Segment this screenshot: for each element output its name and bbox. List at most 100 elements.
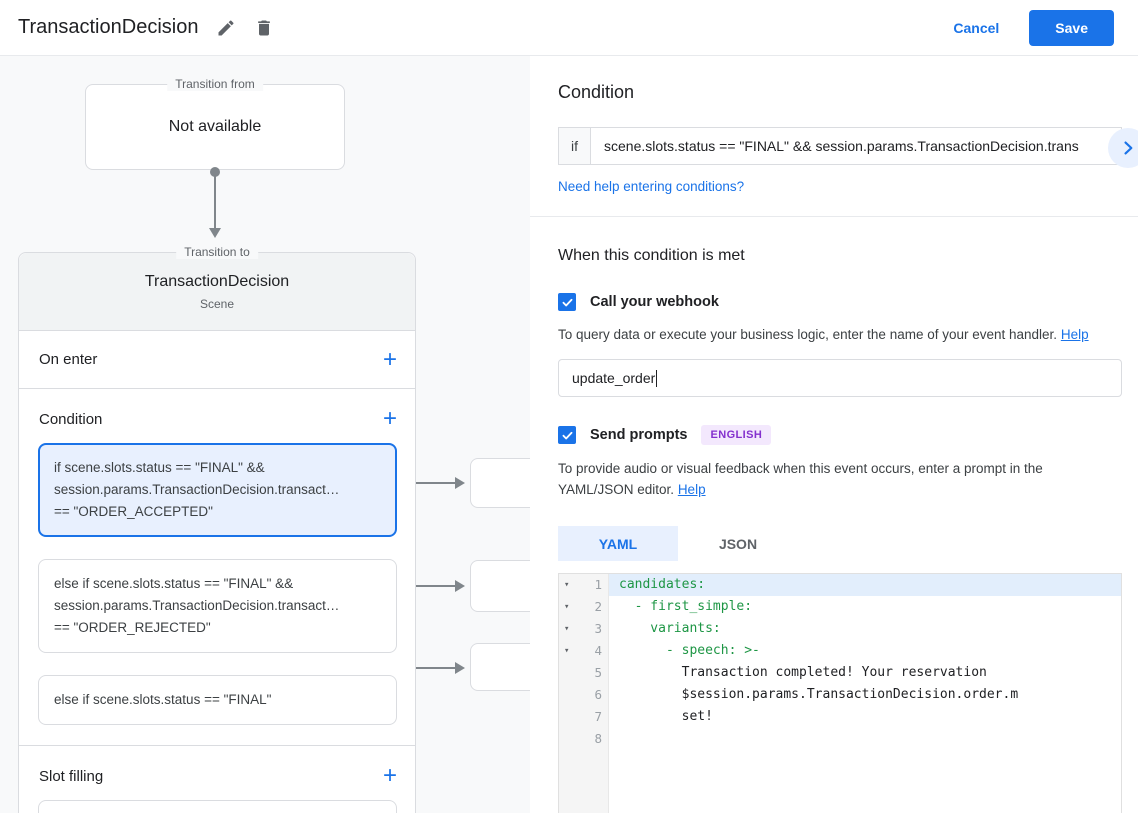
editor-line: ▾3 variants: (559, 618, 1121, 640)
fold-arrow-icon[interactable]: ▾ (564, 580, 570, 590)
condition-card-text: session.params.TransactionDecision.trans… (54, 598, 340, 613)
condition-expression-group: if (558, 127, 1122, 165)
delete-icon[interactable] (254, 18, 274, 38)
top-bar: TransactionDecision Cancel Save (0, 0, 1138, 56)
editor-line-gutter: ▾4 (559, 640, 609, 662)
slot-validation-card[interactable]: Slot validation (38, 800, 397, 813)
condition-card-text: if scene.slots.status == "FINAL" && (54, 460, 265, 475)
editor-code-text[interactable] (609, 728, 1121, 750)
cancel-button[interactable]: Cancel (953, 19, 1000, 36)
condition-expression-input[interactable] (590, 127, 1122, 165)
line-number: 5 (594, 665, 602, 680)
condition-card[interactable]: else if scene.slots.status == "FINAL" (38, 675, 397, 725)
edit-icon[interactable] (216, 18, 236, 38)
webhook-checkbox[interactable] (558, 293, 576, 311)
editor-line-gutter: 6 (559, 684, 609, 706)
save-button[interactable]: Save (1029, 9, 1114, 46)
prompts-help-link[interactable]: Help (677, 482, 706, 497)
condition-card-text: == "ORDER_ACCEPTED" (54, 504, 213, 519)
line-number: 8 (594, 731, 602, 746)
editor-line-gutter: 7 (559, 706, 609, 728)
prompts-description-text: To provide audio or visual feedback when… (558, 461, 1043, 497)
panel-divider (530, 216, 1138, 217)
transition-target-box[interactable] (470, 643, 530, 691)
flow-canvas: Transition from Not available Transition… (0, 56, 530, 813)
editor-line: 7 set! (559, 706, 1121, 728)
editor-line-gutter: 8 (559, 728, 609, 750)
scene-card-header: TransactionDecision Scene (19, 253, 415, 331)
editor-code-text[interactable]: - first_simple: (619, 599, 753, 614)
editor-code-text[interactable]: Transaction completed! Your reservation (619, 665, 987, 680)
editor-gutter (559, 574, 609, 813)
transition-from-value: Not available (168, 118, 262, 135)
webhook-description-text: To query data or execute your business l… (558, 327, 1058, 342)
transition-to-legend: Transition to (176, 245, 258, 259)
editor-line: 6 $session.params.TransactionDecision.or… (559, 684, 1121, 706)
scene-card: Transition to TransactionDecision Scene … (18, 245, 416, 813)
page-title: TransactionDecision (18, 16, 199, 38)
prompts-description: To provide audio or visual feedback when… (558, 458, 1118, 500)
fold-arrow-icon[interactable]: ▾ (564, 624, 570, 634)
prompts-checkbox-row: Send prompts ENGLISH (558, 425, 1122, 445)
transition-target-box[interactable] (470, 560, 530, 612)
on-enter-section: On enter + (19, 331, 415, 389)
prompts-label: Send prompts (590, 427, 688, 443)
condition-card-text: == "ORDER_REJECTED" (54, 620, 211, 635)
editor-line: 8 (559, 728, 1121, 750)
add-condition-button[interactable]: + (382, 405, 397, 432)
collapse-panel-button[interactable] (1108, 128, 1138, 168)
condition-card[interactable]: if scene.slots.status == "FINAL" && sessi… (38, 443, 397, 537)
webhook-input[interactable]: update_order (558, 359, 1122, 397)
condition-card-text: else if scene.slots.status == "FINAL" && (54, 576, 294, 591)
text-caret (656, 369, 658, 387)
tab-json[interactable]: JSON (678, 526, 798, 561)
editor-code-text[interactable]: - speech: >- (619, 643, 760, 658)
line-number: 2 (594, 599, 602, 614)
editor-code-text[interactable]: variants: (619, 621, 721, 636)
condition-card-text: session.params.TransactionDecision.trans… (54, 482, 340, 497)
editor-code-text[interactable]: $session.params.TransactionDecision.orde… (619, 687, 1019, 702)
webhook-help-link[interactable]: Help (1060, 327, 1089, 342)
editor-line-gutter: ▾2 (559, 596, 609, 618)
pencil-icon (218, 19, 234, 35)
condition-section-label: Condition (39, 410, 103, 428)
condition-card-text: else if scene.slots.status == "FINAL" (54, 692, 272, 707)
slot-filling-label: Slot filling (39, 767, 104, 785)
editor-code-text[interactable]: candidates: (609, 574, 1121, 596)
chevron-right-icon (1124, 141, 1133, 155)
transition-target-box[interactable] (470, 458, 530, 508)
editor-line-gutter: ▾3 (559, 618, 609, 640)
line-number: 1 (594, 577, 602, 592)
editor-line-gutter: ▾1 (559, 574, 609, 596)
editor-code-text[interactable]: set! (619, 709, 713, 724)
tab-yaml[interactable]: YAML (558, 526, 678, 561)
check-icon (562, 298, 572, 306)
editor-line: ▾2 - first_simple: (559, 596, 1121, 618)
editor-line: 5 Transaction completed! Your reservatio… (559, 662, 1121, 684)
editor-line: ▾4 - speech: >- (559, 640, 1121, 662)
condition-card-list: if scene.slots.status == "FINAL" && sessi… (38, 443, 397, 725)
add-on-enter-button[interactable]: + (382, 345, 397, 373)
scene-name: TransactionDecision (144, 272, 290, 290)
webhook-label: Call your webhook (590, 294, 719, 310)
transition-from-box[interactable]: Transition from Not available (85, 77, 345, 170)
prompts-checkbox[interactable] (558, 426, 576, 444)
trash-icon (258, 20, 271, 35)
line-number: 7 (594, 709, 602, 724)
conditions-help-link[interactable]: Need help entering conditions? (558, 179, 745, 194)
slot-filling-section: Slot filling + Slot validation (19, 746, 415, 813)
check-icon (562, 431, 572, 439)
add-slot-button[interactable]: + (382, 762, 397, 789)
scene-type-label: Scene (199, 296, 235, 311)
on-enter-label: On enter (39, 351, 98, 368)
fold-arrow-icon[interactable]: ▾ (564, 602, 570, 612)
condition-card[interactable]: else if scene.slots.status == "FINAL" &&… (38, 559, 397, 653)
condition-section: Condition + if scene.slots.status == "FI… (19, 389, 415, 746)
line-number: 3 (594, 621, 602, 636)
fold-arrow-icon[interactable]: ▾ (564, 646, 570, 656)
webhook-checkbox-row: Call your webhook (558, 293, 1122, 311)
